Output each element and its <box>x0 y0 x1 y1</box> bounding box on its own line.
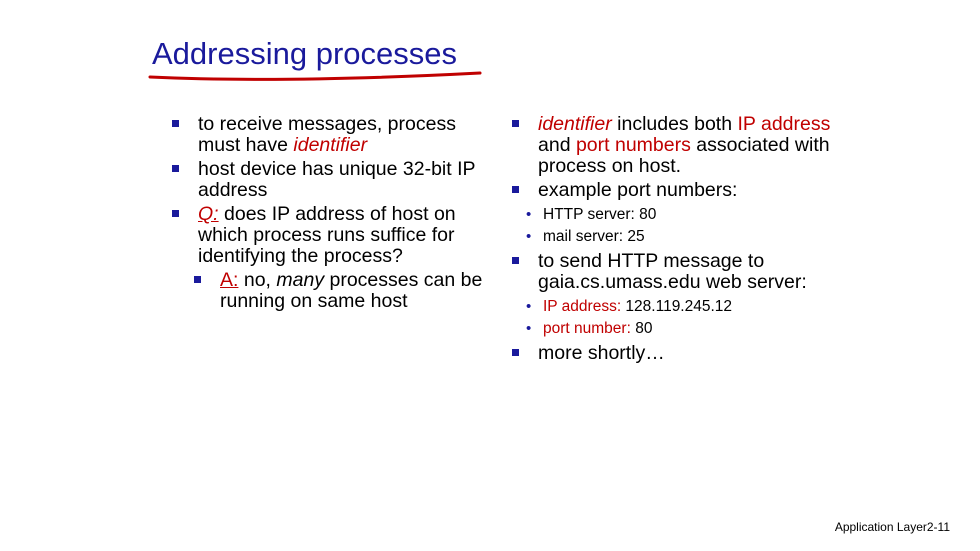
sub-port-number: port number: 80 <box>512 318 832 340</box>
slide-footer: Application Layer2-11 <box>834 520 950 534</box>
bullet-question: Q: does IP address of host on which proc… <box>172 204 502 267</box>
question-marker: Q: <box>198 203 219 225</box>
bullet-host-device: host device has unique 32-bit IP address <box>172 159 502 201</box>
bullet-identifier-includes: identifier includes both IP address and … <box>512 114 832 177</box>
identifier-term: identifier <box>293 134 368 156</box>
slide-title: Addressing processes <box>152 36 457 71</box>
bullet-example-ports: example port numbers: <box>512 180 832 201</box>
title-underline <box>148 71 482 81</box>
left-column: to receive messages, process must have i… <box>172 114 502 315</box>
right-column: identifier includes both IP address and … <box>512 114 832 367</box>
sub-ip-address: IP address: 128.119.245.12 <box>512 296 832 318</box>
sub-mail-server: mail server: 25 <box>512 226 832 248</box>
sub-http-server: HTTP server: 80 <box>512 204 832 226</box>
answer-marker: A: <box>220 269 239 291</box>
bullet-answer: A: no, many processes can be running on … <box>194 270 502 312</box>
bullet-receive-messages: to receive messages, process must have i… <box>172 114 502 156</box>
bullet-send-http: to send HTTP message to gaia.cs.umass.ed… <box>512 251 832 293</box>
bullet-more-shortly: more shortly… <box>512 343 832 364</box>
